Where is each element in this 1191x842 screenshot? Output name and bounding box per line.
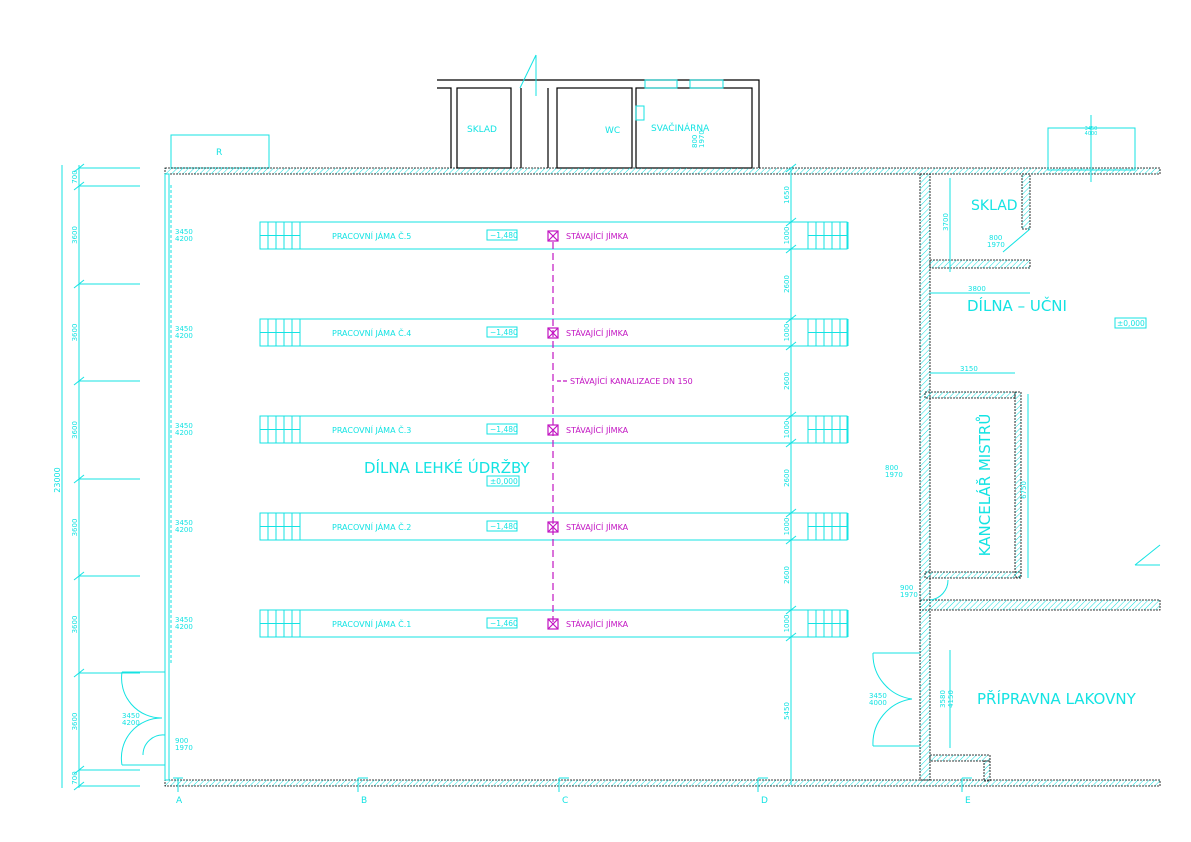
left-dim-segment: 3600 (71, 421, 79, 439)
main-hall-level: ±0,000 (490, 477, 518, 486)
sump-label: STÁVAJÍCÍ JÍMKA (566, 230, 629, 241)
left-dim-segment: 3600 (71, 616, 79, 634)
work-pit: PRACOVNÍ JÁMA Č.3 −1,480 STÁVAJÍCÍ JÍMKA 34… (175, 415, 849, 444)
room-label-svacinarna: SVAČINÁRNA (651, 122, 710, 134)
top-annex (437, 54, 760, 169)
room-label-sklad-top: SKLAD (467, 125, 497, 135)
left-dim-segment: 3600 (71, 226, 79, 244)
left-dim-total: 23000 (53, 467, 62, 492)
axis-label: E (965, 796, 971, 806)
right-dim-segment: 2600 (783, 566, 791, 584)
axis-label: D (761, 796, 768, 806)
sklad-width-dim: 3800 (968, 285, 986, 293)
building-walls (164, 115, 1161, 787)
axis-label: B (361, 796, 367, 806)
left-dimensions (61, 163, 140, 791)
lakovna-gate (872, 650, 951, 748)
sump-label: STÁVAJÍCÍ JÍMKA (566, 521, 629, 532)
sump-label: STÁVAJÍCÍ JÍMKA (566, 327, 629, 338)
left-dim-segment: 3600 (71, 324, 79, 342)
axis-label: A (176, 796, 183, 806)
left-gate (120, 671, 166, 766)
pit-label: PRACOVNÍ JÁMA Č.4 (332, 327, 411, 338)
left-dim-segment: 3600 (71, 519, 79, 537)
left-dim-segment: 700 (71, 170, 79, 183)
left-dim-segment: 3600 (71, 713, 79, 731)
work-pit: PRACOVNÍ JÁMA Č.2 −1,480 STÁVAJÍCÍ JÍMKA 34… (175, 512, 849, 541)
room-label-main-hall: DÍLNA LEHKÉ ÚDRŽBY (364, 458, 530, 477)
room-label-kancelar: KANCELÁŘ MISTRŮ (975, 414, 994, 557)
pit-label: PRACOVNÍ JÁMA Č.2 (332, 521, 411, 532)
lakovna-opening-dim: 35804150 (939, 690, 955, 708)
left-dim-segment: 700 (71, 771, 79, 784)
pit-level: −1,480 (490, 425, 518, 434)
pit-level: −1,480 (490, 328, 518, 337)
room-label-dilna-ucni: DÍLNA – UČNI (967, 296, 1067, 315)
right-dimensions: 1650 1000 2600 1000 2600 1000 2600 1000 2600 1000… (783, 163, 797, 720)
right-dim-segment: 1000 (783, 615, 791, 633)
work-pit: PRACOVNÍ JÁMA Č.1 −1,460 STÁVAJÍCÍ JÍMKA 34… (175, 609, 849, 638)
pit-label: PRACOVNÍ JÁMA Č.5 (332, 230, 411, 241)
pit-level: −1,460 (490, 619, 518, 628)
sump-label: STÁVAJÍCÍ JÍMKA (566, 618, 629, 629)
right-dim-segment: 1000 (783, 518, 791, 536)
right-dim-segment: 2600 (783, 372, 791, 390)
grid-axes: A B C D E (173, 777, 972, 806)
right-dim-segment: 2600 (783, 469, 791, 487)
axis-label: C (562, 796, 568, 806)
sump-label: STÁVAJÍCÍ JÍMKA (566, 424, 629, 435)
right-dim-segment: 1000 (783, 227, 791, 245)
pit-label: PRACOVNÍ JÁMA Č.1 (332, 618, 411, 629)
right-dim-segment: 1000 (783, 421, 791, 439)
room-label-pripravna: PŘÍPRAVNA LAKOVNY (977, 689, 1137, 708)
dilna-ucni-level: ±0,000 (1117, 319, 1145, 328)
r-box-label: R (216, 148, 222, 158)
right-dim-segment: 1000 (783, 324, 791, 342)
work-pit: PRACOVNÍ JÁMA Č.4 −1,480 STÁVAJÍCÍ JÍMKA 34… (175, 318, 849, 347)
sklad-height-dim: 3700 (942, 213, 950, 231)
pit-level: −1,480 (490, 522, 518, 531)
right-dim-segment: 2600 (783, 275, 791, 293)
right-dim-segment: 1650 (783, 186, 791, 204)
work-pit: PRACOVNÍ JÁMA Č.5 −1,480 STÁVAJÍCÍ JÍMKA 34… (175, 221, 849, 250)
room-label-wc: WC (605, 126, 620, 136)
pit-label: PRACOVNÍ JÁMA Č.3 (332, 424, 411, 435)
right-dim-segment: 5450 (783, 702, 791, 720)
kancelar-width-dim: 3150 (960, 365, 978, 373)
kancelar-height-dim: 6750 (1020, 481, 1028, 499)
sewer-label: STÁVAJÍCÍ KANALIZACE DN 150 (570, 375, 693, 386)
top-door-dim: 8001970 (691, 130, 706, 148)
room-label-sklad-right: SKLAD (971, 198, 1018, 214)
sump-icon (547, 230, 559, 242)
pit-level: −1,480 (490, 231, 518, 240)
